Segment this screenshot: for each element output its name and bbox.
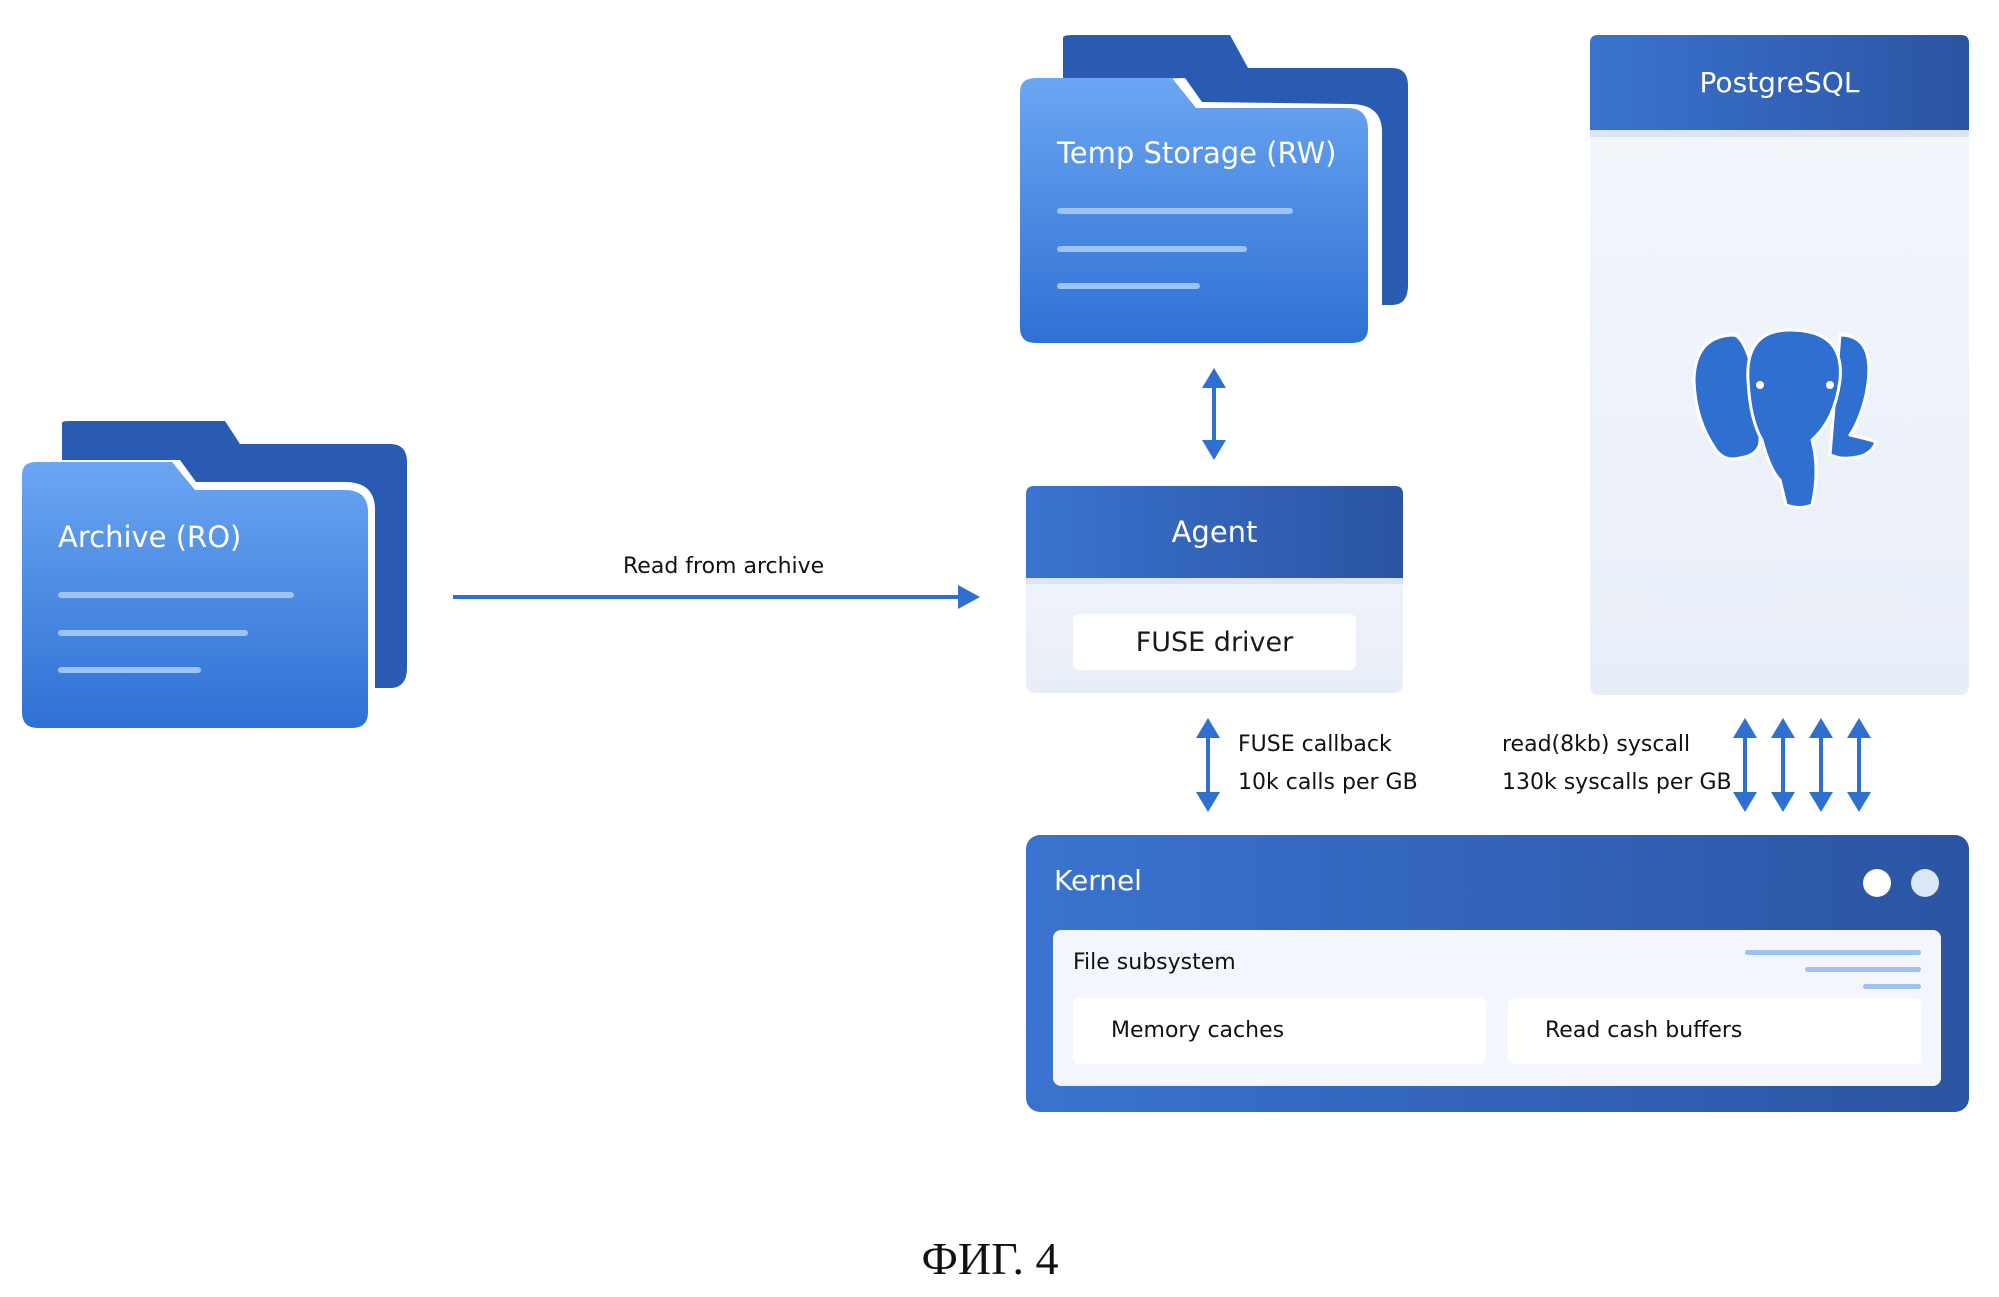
syscall-arrow — [1771, 718, 1795, 812]
kernel-title: Kernel — [1054, 864, 1142, 897]
postgresql-title: PostgreSQL — [1590, 35, 1969, 130]
syscalls-per-gb-label: 130k syscalls per GB — [1502, 764, 1732, 802]
fuse-driver-label: FUSE driver — [1073, 614, 1356, 670]
fuse-callback-arrow — [1196, 718, 1220, 812]
temp-storage-title: Temp Storage (RW) — [1057, 136, 1336, 170]
temp-agent-arrow — [1202, 368, 1226, 460]
syscall-arrow — [1809, 718, 1833, 812]
archive-title: Archive (RO) — [58, 520, 241, 554]
window-dot-icon — [1911, 869, 1939, 897]
archive-folder-icon — [22, 421, 407, 734]
memory-caches-label: Memory caches — [1111, 1012, 1284, 1050]
file-subsystem-label: File subsystem — [1073, 944, 1236, 982]
syscall-arrow — [1847, 718, 1871, 812]
fuse-callback-label: FUSE callback — [1238, 726, 1392, 764]
read-from-archive-arrow — [453, 585, 980, 609]
figure-caption: ФИГ. 4 — [900, 1232, 1080, 1285]
syscall-arrows — [1733, 718, 1871, 812]
agent-title: Agent — [1026, 486, 1403, 578]
syscall-label: read(8kb) syscall — [1502, 726, 1690, 764]
read-cash-buffers-label: Read cash buffers — [1545, 1012, 1742, 1050]
temp-storage-folder-icon — [1020, 35, 1408, 343]
read-from-archive-label: Read from archive — [623, 548, 824, 586]
window-dot-icon — [1863, 869, 1891, 897]
fuse-calls-label: 10k calls per GB — [1238, 764, 1418, 802]
syscall-arrow — [1733, 718, 1757, 812]
